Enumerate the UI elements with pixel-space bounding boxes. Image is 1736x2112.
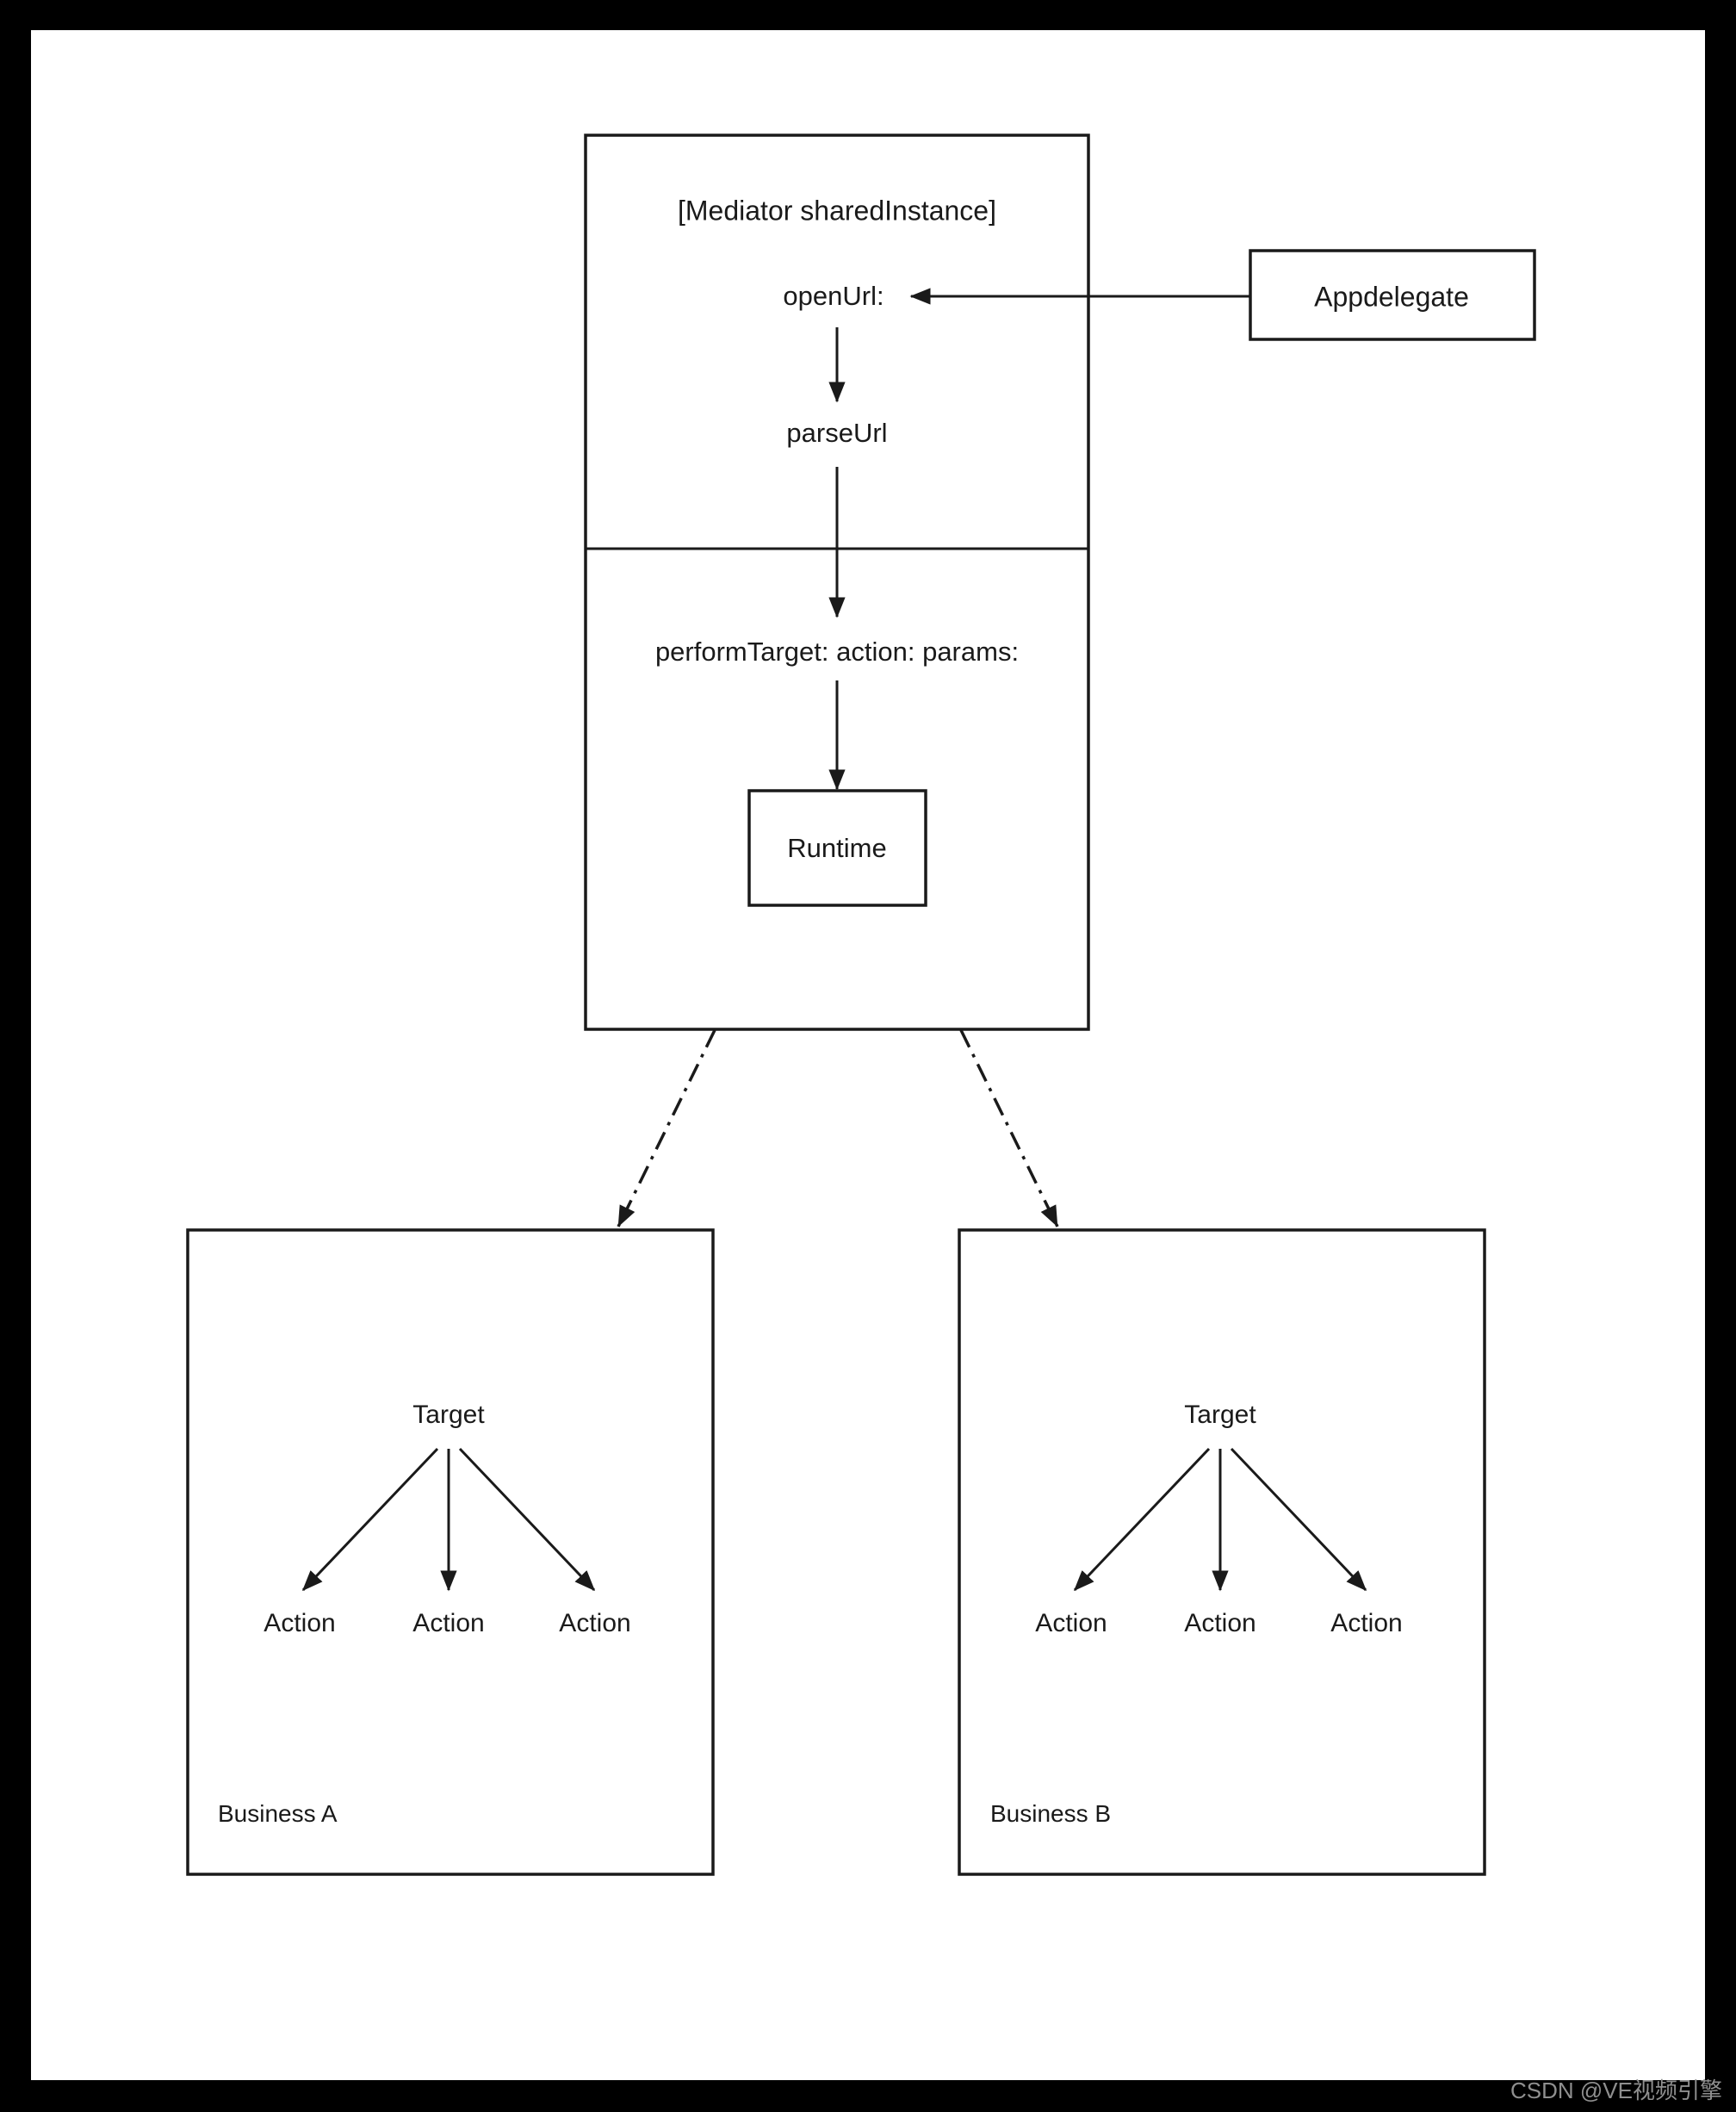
connector-mediator-to-business-a (617, 1029, 716, 1227)
business-b-action-1-label: Action (1035, 1609, 1107, 1637)
mediator-step-performtarget: performTarget: action: params: (654, 637, 1020, 667)
business-b-target-to-action-3 (1230, 1447, 1367, 1592)
mediator-container (584, 134, 1090, 1031)
diagram-canvas (31, 30, 1705, 2080)
business-b-action-2-label: Action (1184, 1609, 1256, 1637)
business-a-target-to-action-3 (458, 1447, 596, 1592)
mediator-step-openurl: openUrl: (783, 281, 884, 311)
runtime-box (747, 789, 927, 907)
csdn-watermark: CSDN @VE视频引擎 (1510, 2078, 1722, 2103)
business-a-box (186, 1228, 715, 1876)
business-a-action-2-label: Action (412, 1609, 485, 1637)
business-b-box (958, 1228, 1486, 1876)
business-a-target-to-action-1 (301, 1447, 439, 1592)
connector-mediator-to-business-b (959, 1029, 1059, 1227)
business-a-action-1-label: Action (264, 1609, 336, 1637)
business-b-name-label: Business B (990, 1800, 1112, 1827)
mediator-title: [Mediator sharedInstance] (678, 195, 996, 227)
business-b-target-label: Target (1184, 1401, 1256, 1429)
business-b-target-to-action-1 (1073, 1447, 1211, 1592)
mediator-step-parseurl: parseUrl (786, 418, 888, 448)
appdelegate-label: Appdelegate (1314, 281, 1469, 313)
business-b-action-3-label: Action (1330, 1609, 1403, 1637)
business-a-action-3-label: Action (559, 1609, 631, 1637)
business-a-target-label: Target (412, 1401, 485, 1429)
runtime-box-label: Runtime (787, 833, 887, 863)
business-a-name-label: Business A (218, 1800, 338, 1827)
